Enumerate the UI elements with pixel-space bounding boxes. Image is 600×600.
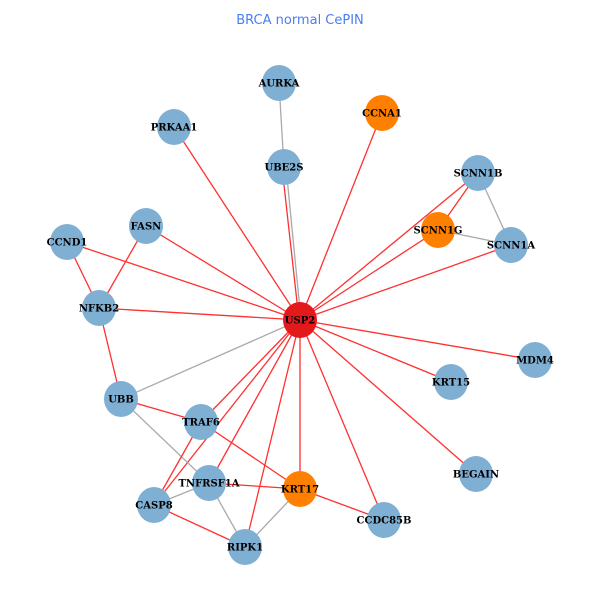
node-circle (104, 381, 138, 417)
node-label: MDM4 (516, 356, 554, 367)
node-circle (367, 502, 401, 538)
edge-krt15-usp2 (299, 319, 452, 383)
edge-scnn1g-usp2 (299, 229, 439, 321)
edge-ube2s-usp2 (281, 166, 300, 321)
node-mdm4[interactable]: MDM4 (516, 342, 554, 378)
edge-ripk1-usp2 (244, 319, 301, 548)
node-label: SCNN1A (487, 241, 535, 252)
node-prkaa1[interactable]: PRKAA1 (151, 109, 198, 145)
node-ubb[interactable]: UBB (104, 381, 138, 417)
node-circle (192, 465, 226, 501)
edge-scnn1b-usp2 (299, 172, 479, 321)
node-circle (434, 364, 468, 400)
node-label: CASP8 (135, 501, 172, 512)
node-circle (283, 302, 317, 338)
edge-traf6-krt17 (200, 421, 301, 490)
node-scnn1a[interactable]: SCNN1A (487, 227, 535, 263)
node-label: TRAF6 (182, 418, 220, 429)
node-fasn[interactable]: FASN (129, 208, 163, 244)
node-label: SCNN1B (454, 169, 503, 180)
edge-ubb-tnfrsf1a (120, 398, 210, 484)
node-label: UBB (108, 395, 134, 406)
node-circle (184, 404, 218, 440)
node-label: CCNA1 (362, 109, 402, 120)
node-casp8[interactable]: CASP8 (135, 487, 173, 523)
node-usp2[interactable]: USP2 (283, 302, 317, 338)
node-scnn1g[interactable]: SCNN1G (414, 212, 463, 248)
edge-traf6-usp2 (200, 319, 301, 423)
edge-prkaa1-usp2 (173, 126, 301, 321)
node-circle (365, 95, 399, 131)
edge-tnfrsf1a-usp2 (208, 319, 301, 484)
node-circle (267, 149, 301, 185)
node-label: RIPK1 (227, 543, 263, 554)
edge-begain-usp2 (299, 319, 477, 475)
node-krt17[interactable]: KRT17 (281, 471, 319, 507)
node-circle (494, 227, 528, 263)
node-label: PRKAA1 (151, 123, 198, 134)
edge-scnn1a-usp2 (299, 244, 512, 321)
edge-fasn-usp2 (145, 225, 301, 321)
node-begain[interactable]: BEGAIN (453, 456, 499, 492)
node-traf6[interactable]: TRAF6 (182, 404, 220, 440)
node-label: SCNN1G (414, 226, 463, 237)
node-tnfrsf1a[interactable]: TNFRSF1A (178, 465, 240, 501)
node-aurka[interactable]: AURKA (258, 65, 300, 101)
node-circle (459, 456, 493, 492)
node-label: CCDC85B (357, 516, 412, 527)
node-circle (137, 487, 171, 523)
node-circle (228, 529, 262, 565)
edge-ccna1-usp2 (299, 112, 383, 321)
chart-title: BRCA normal CePIN (236, 13, 364, 28)
node-ube2s[interactable]: UBE2S (265, 149, 304, 185)
edge-nfkb2-usp2 (98, 307, 301, 321)
node-ccdc85b[interactable]: CCDC85B (357, 502, 412, 538)
edge-casp8-usp2 (153, 319, 301, 506)
edge-ccnd1-usp2 (66, 241, 301, 321)
node-nfkb2[interactable]: NFKB2 (79, 290, 119, 326)
node-ccnd1[interactable]: CCND1 (47, 224, 88, 260)
node-label: BEGAIN (453, 470, 499, 481)
node-label: NFKB2 (79, 304, 119, 315)
edge-mdm4-usp2 (299, 319, 536, 361)
node-circle (82, 290, 116, 326)
node-circle (50, 224, 84, 260)
node-circle (421, 212, 455, 248)
node-label: TNFRSF1A (178, 479, 239, 490)
node-circle (283, 471, 317, 507)
node-circle (129, 208, 163, 244)
node-circle (262, 65, 296, 101)
node-ripk1[interactable]: RIPK1 (227, 529, 263, 565)
node-label: USP2 (285, 316, 315, 327)
node-circle (461, 155, 495, 191)
node-label: UBE2S (265, 163, 304, 174)
edge-ube2s-usp2 (285, 166, 302, 321)
node-label: CCND1 (47, 238, 88, 249)
edge-ccdc85b-usp2 (299, 319, 385, 521)
node-label: FASN (131, 222, 162, 233)
node-ccna1[interactable]: CCNA1 (362, 95, 402, 131)
node-scnn1b[interactable]: SCNN1B (454, 155, 503, 191)
node-label: KRT17 (281, 485, 319, 496)
node-krt15[interactable]: KRT15 (432, 364, 470, 400)
node-circle (157, 109, 191, 145)
node-circle (518, 342, 552, 378)
edge-ubb-usp2 (120, 319, 301, 400)
node-label: AURKA (258, 79, 300, 90)
node-label: KRT15 (432, 378, 470, 389)
